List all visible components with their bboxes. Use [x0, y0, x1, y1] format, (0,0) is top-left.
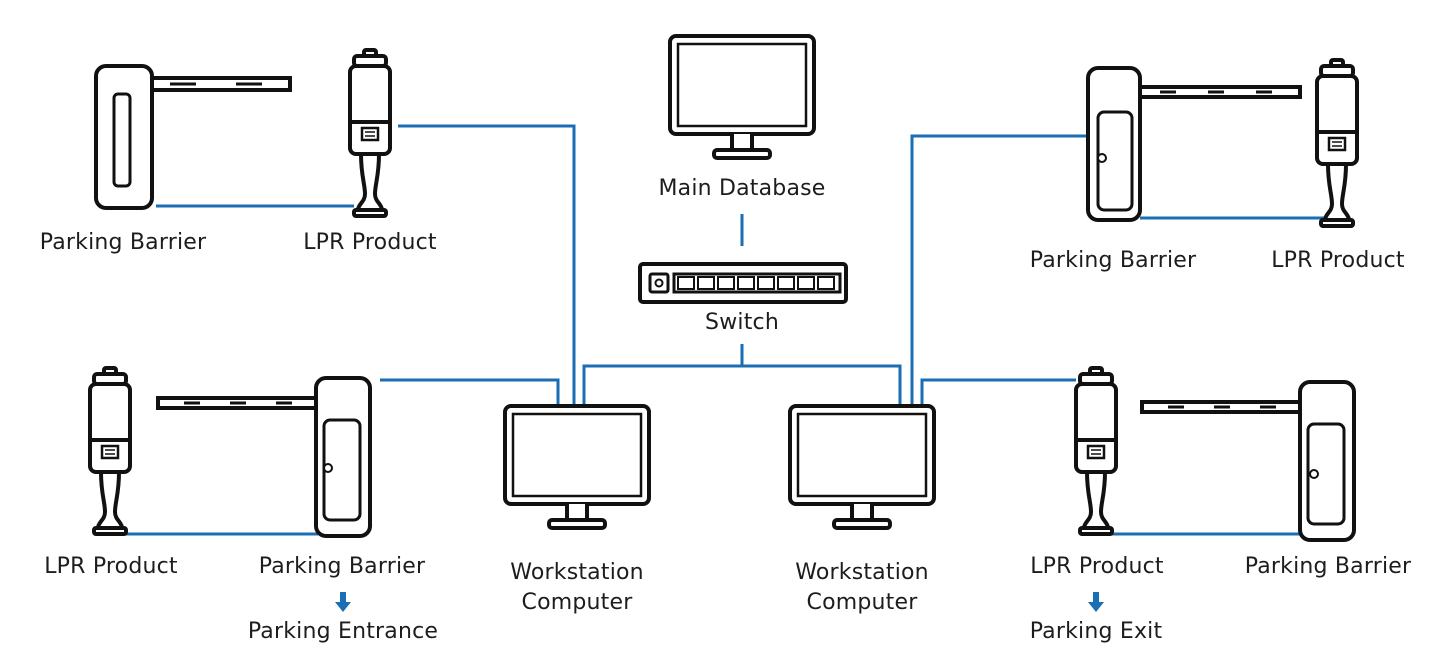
label-lpr-product-bottom-left: LPR Product [44, 554, 178, 579]
label-parking-barrier-bottom-right: Parking Barrier [1244, 554, 1412, 579]
down-arrow-icon [335, 592, 351, 612]
parking-barrier-icon [1140, 380, 1356, 542]
label-workstation-right-line2: Computer [806, 590, 918, 615]
network-switch-icon [638, 262, 848, 304]
monitor-icon [668, 34, 816, 160]
label-parking-barrier-bottom-left: Parking Barrier [258, 554, 426, 579]
label-lpr-product-top-right: LPR Product [1271, 248, 1405, 273]
down-arrow-icon [1088, 592, 1104, 612]
label-workstation-left-line1: Workstation [510, 560, 644, 585]
monitor-icon [503, 404, 651, 530]
label-main-database: Main Database [658, 176, 826, 201]
parking-barrier-icon [156, 376, 372, 538]
monitor-icon [788, 404, 936, 530]
label-parking-exit: Parking Exit [1029, 619, 1163, 644]
label-lpr-product-top-left: LPR Product [303, 230, 437, 255]
connection-lines [102, 124, 1326, 536]
label-workstation-right-line1: Workstation [795, 560, 929, 585]
label-lpr-product-bottom-right: LPR Product [1030, 554, 1164, 579]
lpr-camera-icon [1074, 366, 1118, 536]
label-parking-barrier-top-left: Parking Barrier [39, 230, 207, 255]
label-parking-barrier-top-right: Parking Barrier [1029, 248, 1197, 273]
lpr-camera-icon [88, 366, 132, 536]
lpr-camera-icon [1315, 58, 1359, 228]
label-switch: Switch [705, 310, 779, 335]
parking-barrier-icon [94, 64, 292, 210]
lpr-camera-icon [348, 48, 392, 218]
label-workstation-left-line2: Computer [521, 590, 633, 615]
parking-barrier-icon [1086, 66, 1302, 222]
label-parking-entrance: Parking Entrance [247, 619, 439, 644]
